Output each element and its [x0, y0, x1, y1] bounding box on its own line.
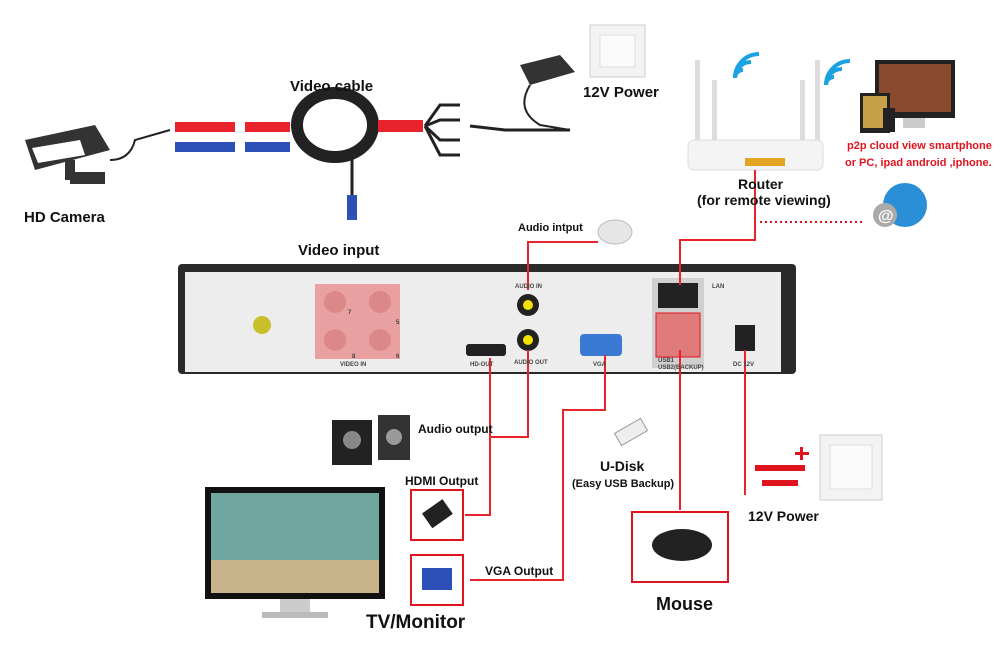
u-disk-sub-label: (Easy USB Backup) [572, 478, 675, 490]
hdmi-output-label: HDMI Output [405, 474, 479, 488]
u-disk-label: U-Disk [600, 458, 645, 474]
power-outlet-icon [589, 24, 646, 78]
video-cable-label: Video cable [290, 78, 374, 95]
camera-icon [25, 125, 110, 184]
globe-icon: @ [873, 183, 927, 227]
audio-out-port-label: AUDIO OUT [514, 360, 548, 366]
router-sub-label: (for remote viewing) [697, 192, 831, 208]
dvr-recorder [178, 264, 796, 374]
audio-in-port-label: AUDIO IN [515, 284, 542, 290]
video-in-port-label: VIDEO IN [340, 362, 367, 368]
devices-icon [860, 60, 955, 133]
audio-input-label: Audio intput [518, 222, 583, 234]
vga-port-label: VGA [593, 362, 607, 368]
video-cable-icon [109, 87, 570, 220]
port-number: 6 [396, 354, 400, 360]
power-bottom-label: 12V Power [748, 508, 819, 524]
p2p-text-2: or PC, ipad android ,iphone. [845, 157, 992, 169]
usb1-port-label: USB1 [658, 358, 675, 364]
wifi-icon [733, 52, 851, 86]
port-number: 8 [352, 354, 356, 360]
tv-monitor-label: TV/Monitor [366, 612, 466, 633]
hd-out-port-label: HD-OUT [470, 362, 494, 368]
vga-output-label: VGA Output [485, 564, 554, 578]
power-top-label: 12V Power [583, 84, 659, 101]
video-input-label: Video input [298, 242, 380, 259]
power-outlet-icon [819, 434, 883, 501]
p2p-text-1: p2p cloud view smartphone [847, 140, 992, 152]
router-label: Router [738, 176, 784, 192]
dc-power-symbol-icon [755, 447, 809, 486]
monitor-icon [205, 487, 385, 618]
connection-wires [465, 170, 756, 581]
power-adapter-icon [520, 55, 575, 131]
router-icon [687, 60, 824, 171]
mouse-icon [652, 529, 712, 561]
audio-output-label: Audio output [418, 422, 493, 436]
port-number: 5 [396, 320, 400, 326]
usb2-port-label: USB2(BACKUP) [658, 365, 704, 371]
mouse-label: Mouse [656, 594, 714, 614]
speakers-icon [332, 415, 410, 465]
microphone-icon [597, 219, 633, 245]
hd-camera-label: HD Camera [24, 209, 105, 226]
dc-port-label: DC 12V [733, 362, 755, 368]
svg-text:@: @ [878, 208, 894, 225]
usb-drive-icon [613, 417, 649, 447]
port-number: 7 [348, 310, 352, 316]
lan-port-label: LAN [712, 284, 725, 290]
